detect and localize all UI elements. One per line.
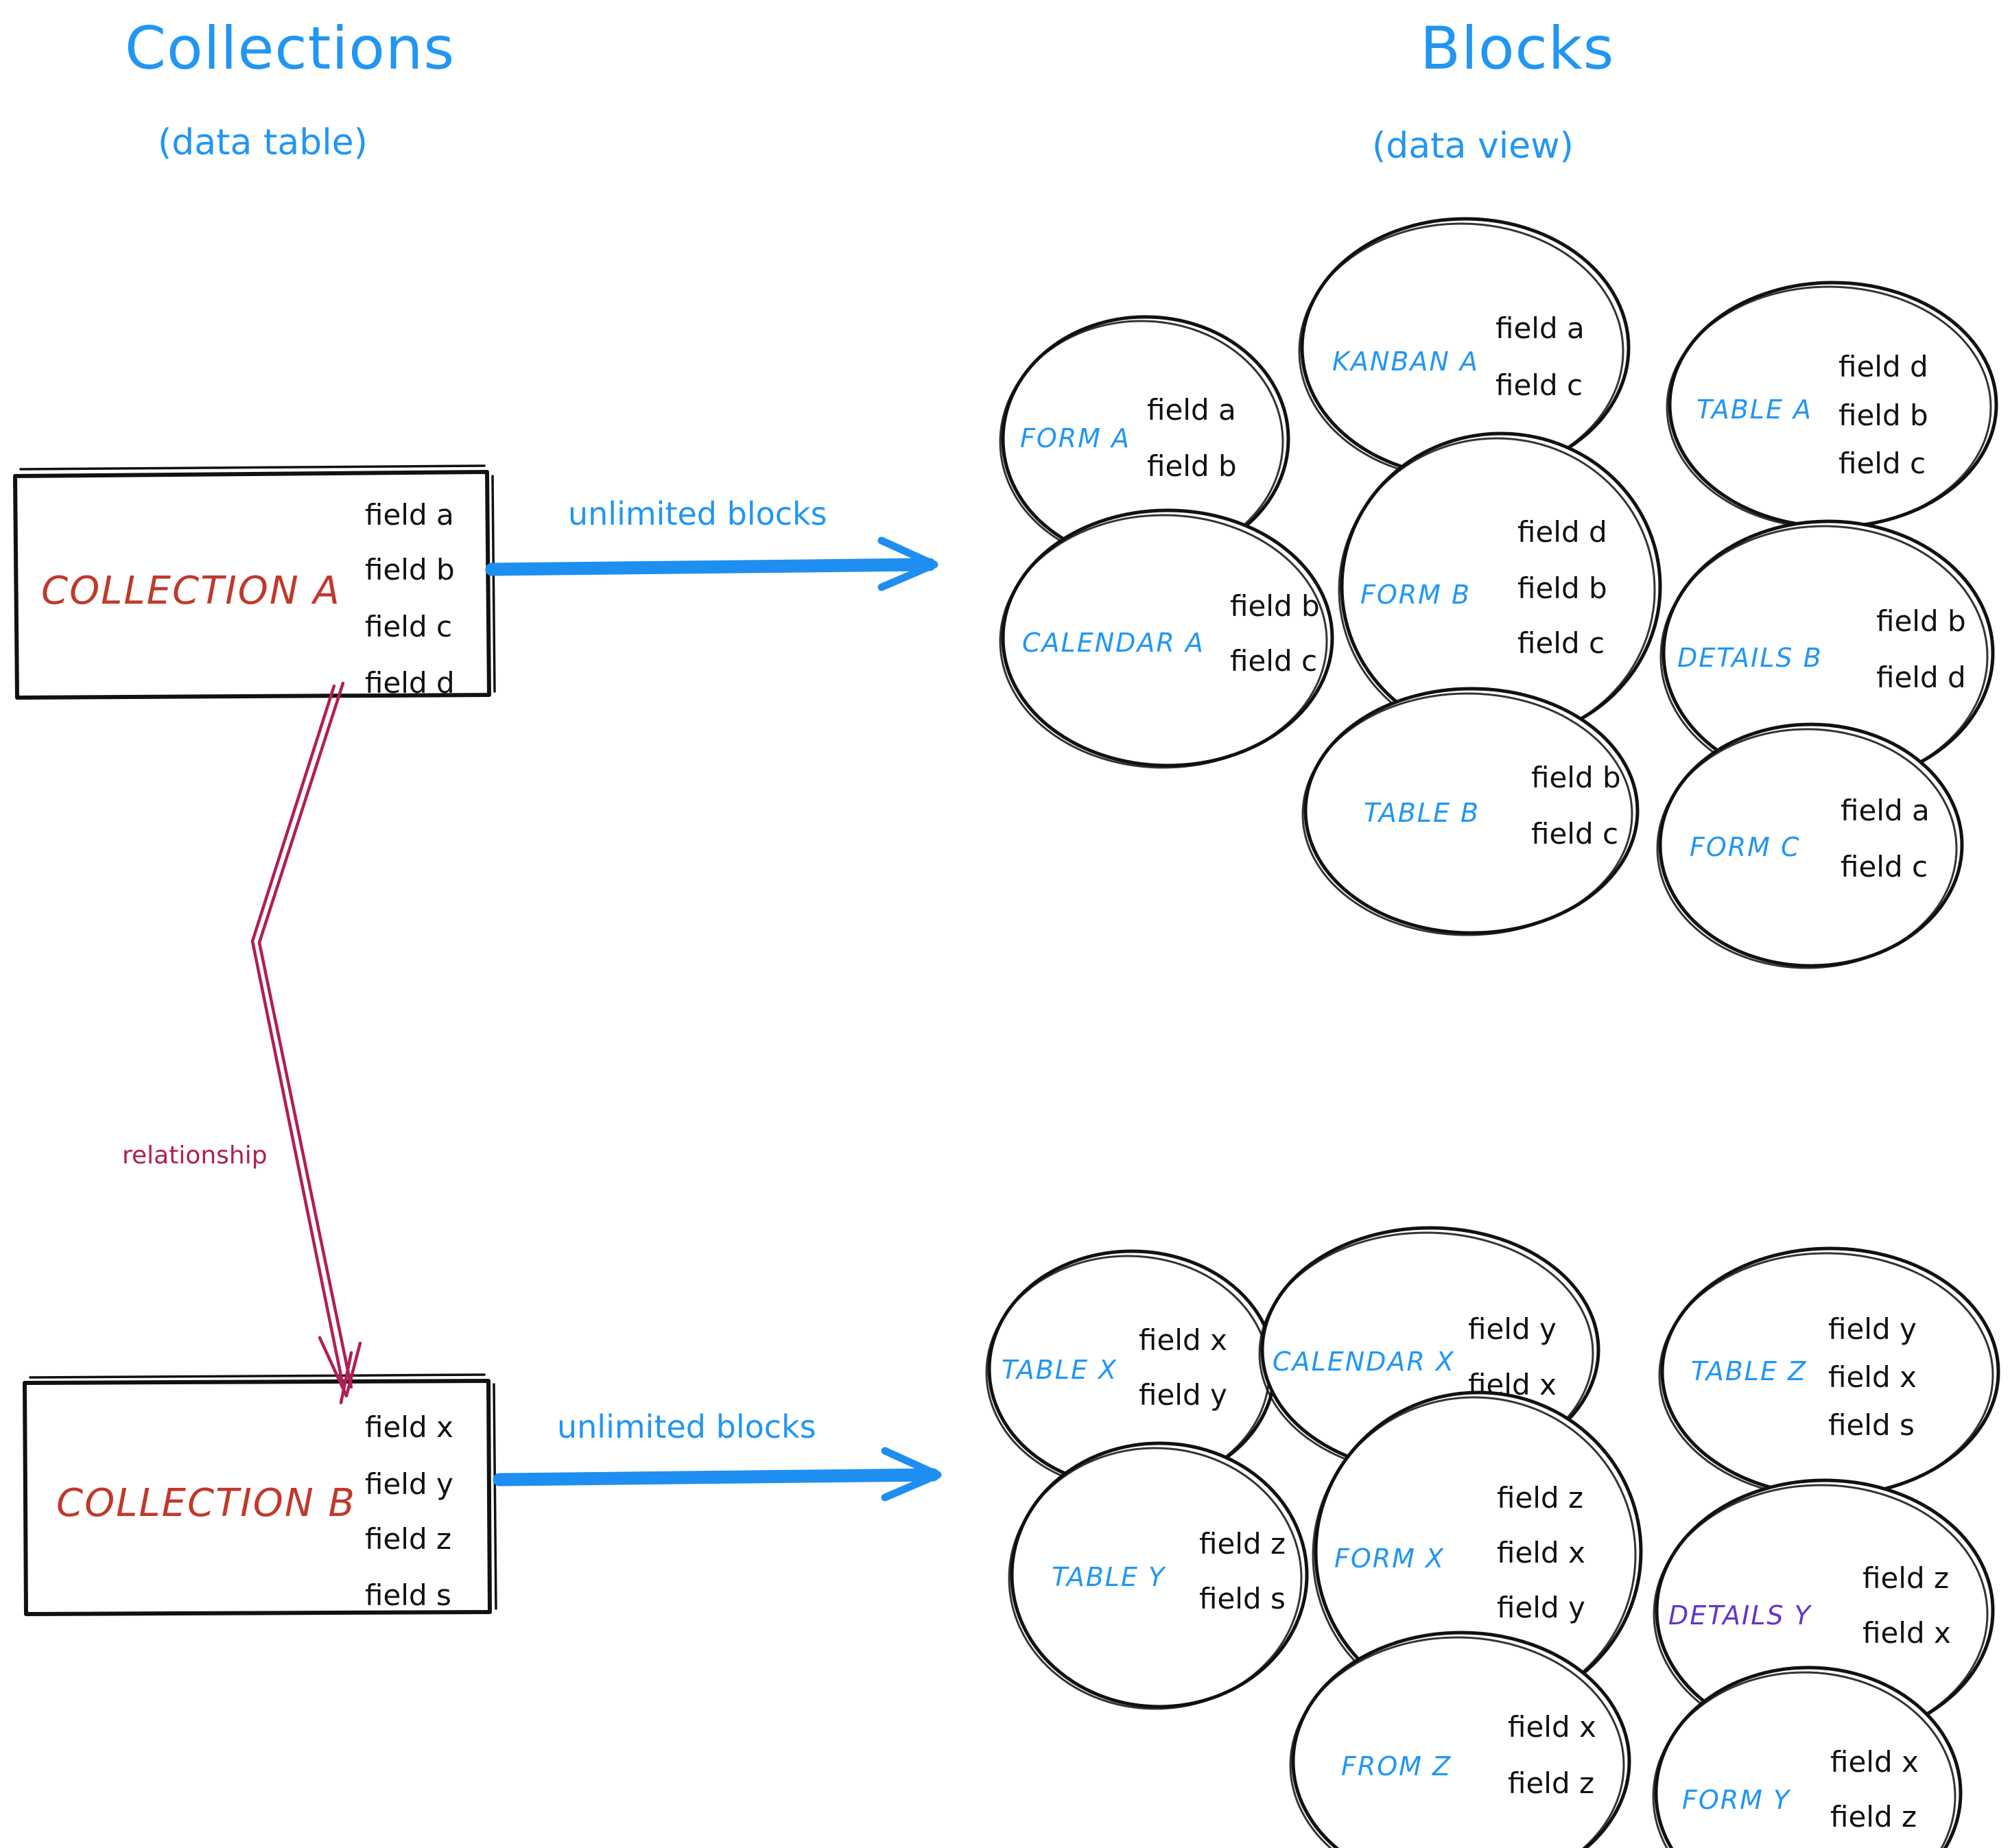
block-field-form-a-1: field b [1147,449,1237,483]
block-label-table-x: TABLE X [1002,1355,1118,1385]
block-field-table-z-0: field y [1828,1312,1917,1346]
left-subtitle: (data table) [158,122,368,163]
block-field-form-y-1: field z [1830,1800,1917,1834]
collection-a-name: COLLECTION A [41,569,341,613]
block-field-details-y-1: field x [1863,1616,1951,1650]
block-label-table-y: TABLE Y [1052,1562,1166,1592]
block-ellipse-table-y[interactable]: TABLE Y field z field s [1008,1441,1309,1710]
block-field-details-b-0: field b [1876,604,1966,638]
collection-a-field-3: field d [365,666,455,700]
block-label-table-z: TABLE Z [1691,1356,1807,1386]
collection-b-field-2: field z [365,1522,451,1556]
block-field-form-b-2: field c [1517,626,1605,660]
collection-a-field-0: field a [365,498,454,532]
collection-a-box[interactable]: COLLECTION A field a field b field c fie… [13,464,496,700]
block-ellipse-details-b[interactable]: DETAILS B field b field d [1659,519,1995,788]
block-label-form-y: FORM Y [1682,1785,1791,1815]
block-field-table-y-1: field s [1199,1582,1286,1615]
unlimited-blocks-arrow-b: unlimited blocks [493,1408,942,1502]
block-field-details-b-1: field d [1876,661,1966,694]
block-field-table-z-1: field x [1828,1360,1917,1394]
collection-b-name: COLLECTION B [56,1481,356,1526]
block-field-from-z-0: field x [1508,1710,1596,1744]
right-subtitle: (data view) [1372,126,1574,167]
block-label-kanban-a: KANBAN A [1332,346,1479,377]
block-ellipse-table-x[interactable]: TABLE X field x field y [985,1249,1277,1491]
block-field-form-y-0: field x [1830,1745,1919,1779]
block-ellipse-form-b[interactable]: FORM B field d field b field c [1338,431,1662,743]
relationship-label: relationship [122,1141,268,1170]
block-field-details-y-0: field z [1863,1561,1949,1595]
block-field-kanban-a-1: field c [1495,368,1583,402]
block-field-form-a-0: field a [1147,393,1236,427]
block-field-table-x-1: field y [1139,1378,1227,1412]
unlimited-blocks-label-b: unlimited blocks [557,1408,816,1445]
block-label-form-b: FORM B [1360,580,1471,610]
block-ellipse-form-y[interactable]: FORM Y field x field z [1652,1666,1963,1848]
block-field-table-a-1: field b [1838,399,1928,432]
collection-b-field-3: field s [365,1578,451,1612]
block-field-form-x-1: field x [1497,1536,1585,1569]
block-field-table-a-0: field d [1838,350,1928,383]
block-label-form-x: FORM X [1334,1543,1445,1574]
block-ellipse-table-b[interactable]: TABLE B field b field c [1301,687,1640,936]
relationship-connector: relationship [122,681,362,1405]
block-label-form-a: FORM A [1020,423,1131,453]
block-ellipse-form-c[interactable]: FORM C field a field c [1656,722,1964,969]
block-field-table-b-0: field b [1531,761,1621,794]
block-field-table-x-0: field x [1139,1323,1227,1357]
collection-a-field-2: field c [365,610,452,643]
block-label-calendar-a: CALENDAR A [1022,628,1205,658]
block-label-from-z: FROM Z [1341,1751,1452,1781]
block-ellipse-table-z[interactable]: TABLE Z field y field x field s [1658,1246,2000,1499]
block-ellipse-calendar-a[interactable]: CALENDAR A field b field c [999,508,1334,769]
block-field-calendar-a-0: field b [1230,589,1320,623]
block-field-form-c-0: field a [1841,794,1930,827]
block-field-table-b-1: field c [1531,817,1618,851]
block-label-calendar-x: CALENDAR X [1273,1347,1455,1377]
collection-a-field-1: field b [365,553,455,587]
block-label-form-c: FORM C [1690,832,1801,862]
block-field-form-x-2: field y [1497,1591,1585,1624]
block-field-form-b-0: field d [1517,515,1607,549]
block-label-table-b: TABLE B [1364,798,1480,828]
block-field-calendar-x-0: field y [1468,1312,1557,1346]
block-field-form-x-0: field z [1497,1481,1583,1515]
block-field-form-b-1: field b [1517,571,1607,605]
block-ellipse-from-z[interactable]: FROM Z field x field z [1289,1631,1631,1848]
block-field-calendar-a-1: field c [1230,644,1317,678]
block-field-form-c-1: field c [1841,850,1928,884]
block-field-kanban-a-0: field a [1495,311,1585,345]
block-label-details-y: DETAILS Y [1668,1600,1812,1631]
block-ellipse-details-y[interactable]: DETAILS Y field z field x [1653,1478,1995,1744]
block-ellipse-form-a[interactable]: FORM A field a field b [999,315,1290,564]
block-label-details-b: DETAILS B [1677,643,1823,673]
collection-b-box[interactable]: COLLECTION B field x field y field z fie… [23,1373,497,1616]
block-field-table-y-0: field z [1199,1527,1286,1561]
block-field-table-z-2: field s [1828,1408,1915,1442]
block-field-from-z-1: field z [1508,1766,1594,1800]
collection-b-field-1: field y [365,1467,453,1501]
unlimited-blocks-arrow-a: unlimited blocks [485,495,938,591]
right-title: Blocks [1420,14,1614,83]
block-field-table-a-2: field c [1838,447,1926,480]
unlimited-blocks-label-a: unlimited blocks [568,495,827,532]
block-ellipse-table-a[interactable]: TABLE A field d field b field c [1666,281,1998,530]
block-label-table-a: TABLE A [1696,394,1812,425]
block-ellipse-form-x[interactable]: FORM X field z field x field y [1312,1390,1643,1714]
collection-b-field-0: field x [365,1410,453,1444]
left-title: Collections [125,14,455,83]
